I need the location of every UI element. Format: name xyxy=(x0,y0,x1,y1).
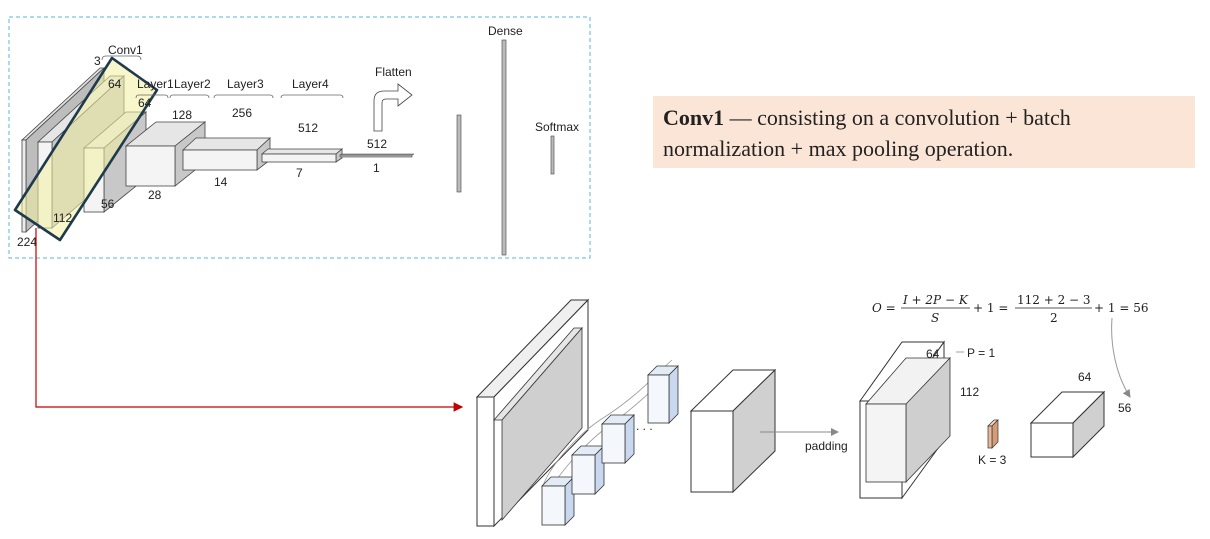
kernel-cube-1 xyxy=(541,476,575,526)
connector-arrow xyxy=(35,228,464,412)
dim-512b: 512 xyxy=(367,137,387,151)
layer4-block xyxy=(260,148,344,163)
flatten-arrow-icon xyxy=(373,83,413,132)
dim-64-padded: 64 xyxy=(926,347,940,361)
formula-den1: S xyxy=(931,311,939,325)
dim-64a: 64 xyxy=(108,77,122,91)
flatten-label: Flatten xyxy=(375,65,412,79)
output-size-formula: O = I + 2P − K S + 1 = 112 + 2 − 3 2 + 1… xyxy=(872,293,1148,325)
softmax-label: Softmax xyxy=(535,120,579,134)
dim-128: 128 xyxy=(172,108,192,122)
conv-output-cube xyxy=(689,368,777,494)
dim-7: 7 xyxy=(296,166,303,180)
layer-braces xyxy=(101,55,344,99)
formula-pointer xyxy=(1111,317,1131,398)
flatten-vector xyxy=(339,153,415,158)
conv1-callout: Conv1 — consisting on a convolution + ba… xyxy=(653,96,1195,168)
formula-num2: 112 + 2 − 3 xyxy=(1017,293,1091,307)
dim-112-padded: 112 xyxy=(960,385,979,399)
softmax-bar xyxy=(550,135,555,175)
conv1-title: Conv1 xyxy=(108,43,143,57)
detail-input-block xyxy=(475,298,590,528)
dim-1: 1 xyxy=(373,161,380,175)
layer3-label: Layer3 xyxy=(227,77,264,91)
dim-14: 14 xyxy=(214,175,228,189)
layer1-label: Layer1 xyxy=(137,77,174,91)
layer4-label: Layer4 xyxy=(292,77,329,91)
layer3-block xyxy=(181,137,272,171)
dim-512: 512 xyxy=(298,121,318,135)
dim-56-out: 56 xyxy=(1118,401,1132,415)
dim-28: 28 xyxy=(148,188,162,202)
layer2-label: Layer2 xyxy=(174,77,211,91)
dim-224: 224 xyxy=(17,235,37,249)
dense-label: Dense xyxy=(488,24,523,38)
final-output-cube xyxy=(1029,390,1106,459)
kernel-dots: . . . xyxy=(636,419,653,433)
dim-64b: 64 xyxy=(138,96,152,110)
kernel-cube-2 xyxy=(571,445,605,495)
conv1-highlight xyxy=(13,56,159,242)
dense-small-bar xyxy=(456,114,462,193)
formula-lhs: O = xyxy=(872,301,896,315)
formula-den2: 2 xyxy=(1050,311,1058,325)
callout-title: Conv1 xyxy=(663,105,725,130)
k-kernel xyxy=(987,419,999,449)
callout-text: — consisting on a convolution + batch no… xyxy=(663,105,1071,161)
dim-256: 256 xyxy=(232,106,252,120)
p-label: P = 1 xyxy=(967,346,995,360)
dense-bar xyxy=(501,39,507,256)
dim-112: 112 xyxy=(53,211,72,225)
channels-in-label: 3 xyxy=(94,54,101,68)
dim-56: 56 xyxy=(101,197,115,211)
formula-plus1a: + 1 = xyxy=(973,301,1008,315)
dim-64-out: 64 xyxy=(1078,370,1092,384)
formula-plus1b: + 1 = 56 xyxy=(1094,301,1148,315)
kernel-cube-4 xyxy=(647,365,679,424)
k-label: K = 3 xyxy=(978,453,1007,467)
formula-num1: I + 2P − K xyxy=(902,293,969,307)
padded-cube xyxy=(859,340,951,500)
padding-label: padding xyxy=(805,439,848,453)
kernel-cube-3 xyxy=(601,414,635,464)
architecture-dashed-frame xyxy=(8,16,591,259)
